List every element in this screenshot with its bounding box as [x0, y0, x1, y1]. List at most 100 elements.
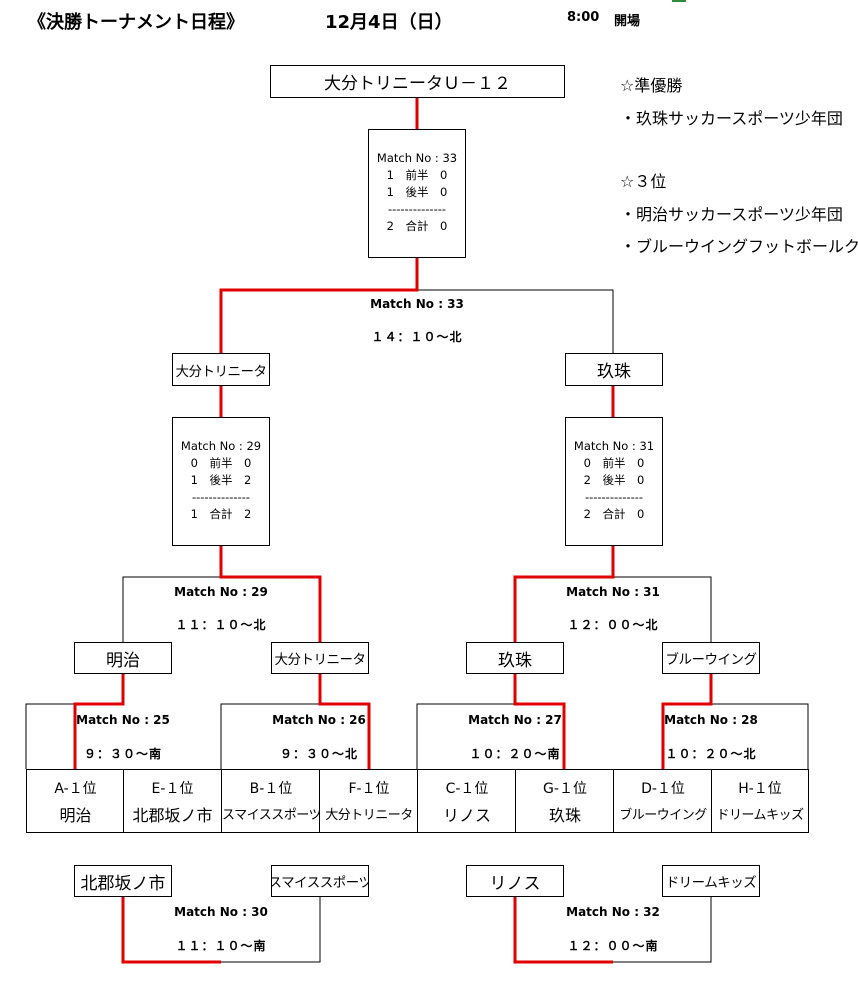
final-score-total: 2 合計 0: [386, 219, 448, 233]
seed-team: ドリームキッズ: [716, 808, 804, 823]
cons-b-right-team: ドリームキッズ: [662, 865, 760, 897]
open-time: 8:00: [567, 10, 600, 25]
semi-right-score-h1: 0 前半 0: [583, 456, 645, 470]
seed-label: C-１位: [445, 781, 489, 797]
cons-a-right-team: スマイススポーツ: [271, 865, 369, 897]
qf26-thin-line: [220, 703, 320, 769]
cons-b-left-team: リノス: [466, 865, 564, 897]
seed-cell-c: C-１位 リノス: [417, 769, 516, 833]
cons-b-match-label: Match No : 32: [566, 905, 660, 919]
seed-team: 大分トリニータ: [325, 808, 413, 823]
semi-left-match-label: Match No : 29: [174, 585, 268, 599]
semi-left-score-box: Match No : 29 0 前半 0 1 後半 2 ------------…: [172, 417, 270, 546]
qf26-winner: 大分トリニータ: [271, 642, 369, 674]
semi-left-score-match: Match No : 29: [180, 439, 262, 453]
qf25-match-time: ９：３０～南: [83, 747, 162, 761]
cons-a-thin-line: [221, 897, 321, 963]
seed-label: B-１位: [249, 781, 293, 797]
qf28-thin-line: [711, 703, 809, 769]
seed-label: G-１位: [543, 781, 587, 797]
semi-right-score-box: Match No : 31 0 前半 0 2 後半 0 ------------…: [565, 417, 663, 546]
qf26-red: [318, 674, 371, 769]
qf27-thin-line: [416, 703, 515, 769]
semi-right-match-time: １２：００～北: [567, 618, 659, 632]
event-date: 12月4日（日）: [325, 12, 453, 33]
seed-team: 明治: [59, 806, 92, 825]
seed-label: A-１位: [54, 781, 97, 797]
qf26-match-time: ９：３０～北: [279, 747, 358, 761]
seed-cell-e: E-１位 北郡坂ノ市: [123, 769, 221, 833]
qf25-red: [73, 674, 125, 769]
third-team-1: ・明治サッカースポーツ少年団: [620, 205, 843, 224]
seed-cell-f: F-１位 大分トリニータ: [319, 769, 418, 833]
semi-right-score-dash: --------------: [584, 490, 644, 504]
seed-label: D-１位: [641, 781, 685, 797]
final-winner-line: [219, 258, 419, 353]
semi-left-score-total: 1 合計 2: [190, 507, 252, 521]
third-title: ☆３位: [620, 172, 667, 191]
seed-cell-d: D-１位 ブルーウイング: [613, 769, 712, 833]
semi-right-line: [613, 576, 712, 642]
qf27-winner: 玖珠: [466, 642, 564, 674]
qf28-match-time: １０：２０～北: [665, 747, 757, 761]
seed-team: 北郡坂ノ市: [132, 806, 213, 825]
qf27-red: [513, 674, 566, 769]
semi-left-score-h2: 1 後半 2: [190, 473, 252, 487]
cons-a-left-team: 北郡坂ノ市: [74, 865, 172, 897]
qf25-winner: 明治: [74, 642, 172, 674]
semi-left-score-h1: 0 前半 0: [190, 456, 252, 470]
seed-team: 玖珠: [548, 806, 581, 825]
semi-left-score-dash: --------------: [191, 490, 251, 504]
open-label: 開場: [614, 14, 641, 29]
seed-cell-h: H-１位 ドリームキッズ: [711, 769, 809, 833]
qf28-match-label: Match No : 28: [664, 713, 758, 727]
seed-cell-g: G-１位 玖珠: [515, 769, 614, 833]
semi-left-line: [122, 576, 221, 642]
seed-team: リノス: [442, 806, 491, 825]
semi-right-match-label: Match No : 31: [566, 585, 660, 599]
qf26-match-label: Match No : 26: [272, 713, 366, 727]
final-right-line: [417, 289, 614, 353]
qf27-match-label: Match No : 27: [468, 713, 562, 727]
seed-team: ブルーウイング: [619, 808, 707, 823]
qf25-match-label: Match No : 25: [76, 713, 170, 727]
semi-right-score-total: 2 合計 0: [583, 507, 645, 521]
semi-left-match-time: １１：１０～北: [175, 618, 267, 632]
cons-a-match-label: Match No : 30: [174, 905, 268, 919]
final-score-box: Match No : 33 1 前半 0 1 後半 0 ------------…: [368, 129, 466, 258]
semi-right-winner: 玖珠: [565, 353, 663, 386]
qf28-winner: ブルーウイング: [662, 642, 760, 674]
cons-a-match-time: １１：１０～南: [175, 939, 267, 953]
semi-left-winner: 大分トリニータ: [172, 353, 270, 386]
seed-label: H-１位: [738, 781, 782, 797]
qf28-red: [661, 674, 713, 769]
seed-label: E-１位: [151, 781, 194, 797]
page-title: 《決勝トーナメント日程》: [28, 12, 244, 33]
final-score-h2: 1 後半 0: [386, 185, 448, 199]
semi-right-score-h2: 2 後半 0: [583, 473, 645, 487]
qf27-match-time: １０：２０～南: [469, 747, 561, 761]
cons-b-match-time: １２：００～南: [567, 939, 659, 953]
champion-box: 大分トリニータＵ－１２: [270, 65, 565, 98]
cell-marker: [672, 0, 686, 2]
seed-cell-a: A-１位 明治: [26, 769, 124, 833]
third-team-2: ・ブルーウイングフットボールクラブ: [620, 237, 858, 256]
semi-right-score-match: Match No : 31: [573, 439, 655, 453]
cons-b-thin-line: [613, 897, 712, 963]
final-score-h1: 1 前半 0: [386, 168, 448, 182]
seed-team: スマイススポーツ: [222, 808, 321, 823]
seed-label: F-１位: [348, 781, 390, 797]
runner-up-team: ・玖珠サッカースポーツ少年団: [620, 109, 843, 128]
final-score-match: Match No : 33: [376, 151, 458, 165]
cons-a-red: [121, 897, 221, 964]
semi-right-red: [513, 546, 615, 642]
semi-left-red: [219, 546, 322, 642]
cons-b-red: [513, 897, 613, 964]
final-score-dash: --------------: [387, 202, 447, 216]
final-match-time: １４：１０～北: [371, 330, 463, 344]
seed-cell-b: B-１位 スマイススポーツ: [221, 769, 321, 833]
final-match-label: Match No : 33: [370, 297, 464, 311]
runner-up-title: ☆準優勝: [620, 76, 683, 95]
